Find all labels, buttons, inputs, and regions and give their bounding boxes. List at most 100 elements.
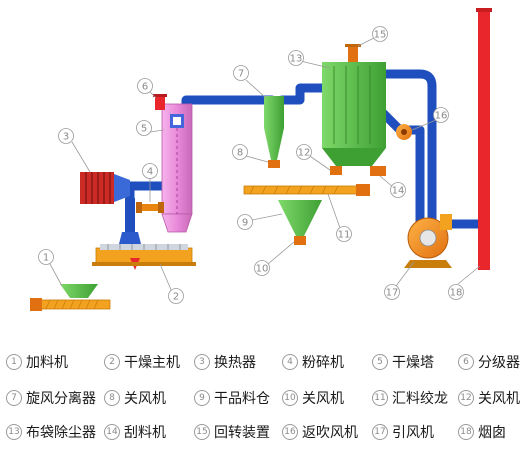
svg-text:17: 17 xyxy=(386,288,399,299)
callout-labels: 1 2 3 4 5 6 7 8 9 10 11 12 13 14 15 16 1… xyxy=(43,30,463,303)
legend-label: 回转装置 xyxy=(214,425,270,441)
legend-number: 4 xyxy=(282,354,298,370)
legend-item: 9 干品料仓 xyxy=(194,387,270,409)
cyclone-separator xyxy=(264,96,284,160)
legend-item: 17 引风机 xyxy=(372,421,434,443)
callout-7 xyxy=(233,65,249,81)
callout-18 xyxy=(448,284,464,300)
legend-label: 引风机 xyxy=(392,425,434,441)
legend-item: 6 分级器 xyxy=(458,351,520,373)
legend-label: 关风机 xyxy=(302,391,344,407)
legend-number: 11 xyxy=(372,390,388,406)
svg-text:18: 18 xyxy=(450,288,463,299)
collecting-screw-conveyor xyxy=(243,184,370,196)
legend-label: 关风机 xyxy=(124,391,166,407)
svg-text:14: 14 xyxy=(392,186,405,197)
legend-label: 干燥塔 xyxy=(392,355,434,371)
legend-number: 14 xyxy=(104,424,120,440)
svg-text:5: 5 xyxy=(141,124,147,135)
callout-5 xyxy=(136,120,152,136)
legend-label: 干品料仓 xyxy=(214,391,270,407)
callout-11 xyxy=(336,226,352,242)
svg-text:4: 4 xyxy=(147,167,153,178)
legend-item: 11 汇料绞龙 xyxy=(372,387,448,409)
legend-number: 12 xyxy=(458,390,474,406)
legend-item: 3 换热器 xyxy=(194,351,256,373)
legend-number: 6 xyxy=(458,354,474,370)
callout-2 xyxy=(168,288,184,304)
callout-12 xyxy=(296,144,312,160)
svg-text:16: 16 xyxy=(435,111,448,122)
svg-text:13: 13 xyxy=(290,54,303,65)
legend-label: 加料机 xyxy=(26,355,68,371)
callout-14 xyxy=(390,182,406,198)
legend-number: 17 xyxy=(372,424,388,440)
pulverizer xyxy=(136,202,164,213)
legend-item: 8 关风机 xyxy=(104,387,166,409)
legend-number: 2 xyxy=(104,354,120,370)
svg-text:15: 15 xyxy=(374,30,387,41)
legend-item: 12 关风机 xyxy=(458,387,520,409)
airlock-12 xyxy=(330,166,342,175)
callout-13 xyxy=(288,50,304,66)
legend-number: 7 xyxy=(6,390,22,406)
legend-label: 烟囱 xyxy=(478,425,506,441)
svg-text:12: 12 xyxy=(298,148,311,159)
legend-label: 返吹风机 xyxy=(302,425,358,441)
legend-number: 16 xyxy=(282,424,298,440)
callout-3 xyxy=(58,128,74,144)
legend-label: 旋风分离器 xyxy=(26,391,96,407)
legend-item: 13 布袋除尘器 xyxy=(6,421,96,443)
legend-label: 分级器 xyxy=(478,355,520,371)
callout-10 xyxy=(254,260,270,276)
chimney xyxy=(476,8,492,270)
legend-label: 汇料绞龙 xyxy=(392,391,448,407)
legend-number: 5 xyxy=(372,354,388,370)
airlock-10 xyxy=(294,236,306,245)
legend-item: 10 关风机 xyxy=(282,387,344,409)
drying-tower xyxy=(161,103,193,233)
callouts xyxy=(38,26,481,304)
bag-filter xyxy=(322,62,386,166)
legend-number: 15 xyxy=(194,424,210,440)
svg-text:1: 1 xyxy=(43,253,49,264)
legend-item: 4 粉碎机 xyxy=(282,351,344,373)
legend-number: 10 xyxy=(282,390,298,406)
callout-6 xyxy=(137,78,153,94)
svg-text:8: 8 xyxy=(237,148,243,159)
legend-item: 7 旋风分离器 xyxy=(6,387,96,409)
legend-item: 5 干燥塔 xyxy=(372,351,434,373)
legend-label: 布袋除尘器 xyxy=(26,425,96,441)
legend-number: 18 xyxy=(458,424,474,440)
dry-product-bin xyxy=(278,200,322,236)
svg-text:11: 11 xyxy=(338,230,351,241)
callout-4 xyxy=(142,163,158,179)
callout-17 xyxy=(384,284,400,300)
svg-text:6: 6 xyxy=(142,82,148,93)
drying-main-base xyxy=(92,244,196,270)
component-legend: 1 加料机 2 干燥主机 3 换热器 4 粉碎机 5 干燥塔 6 分级器 7 旋… xyxy=(0,343,528,455)
legend-label: 干燥主机 xyxy=(124,355,180,371)
legend-label: 关风机 xyxy=(478,391,520,407)
svg-text:3: 3 xyxy=(63,132,69,143)
callout-8 xyxy=(232,144,248,160)
legend-item: 2 干燥主机 xyxy=(104,351,180,373)
svg-text:7: 7 xyxy=(238,69,244,80)
legend-number: 9 xyxy=(194,390,210,406)
legend-label: 粉碎机 xyxy=(302,355,344,371)
callout-9 xyxy=(237,214,253,230)
feeder xyxy=(30,284,111,311)
legend-number: 13 xyxy=(6,424,22,440)
legend-item: 1 加料机 xyxy=(6,351,68,373)
rotary-device xyxy=(345,44,361,62)
back-blow-fan xyxy=(396,124,412,140)
legend-item: 14 刮料机 xyxy=(104,421,166,443)
legend-number: 1 xyxy=(6,354,22,370)
legend-number: 8 xyxy=(104,390,120,406)
legend-number: 3 xyxy=(194,354,210,370)
legend-label: 刮料机 xyxy=(124,425,166,441)
legend-item: 15 回转装置 xyxy=(194,421,270,443)
callout-15 xyxy=(372,26,388,42)
svg-text:9: 9 xyxy=(242,218,248,229)
